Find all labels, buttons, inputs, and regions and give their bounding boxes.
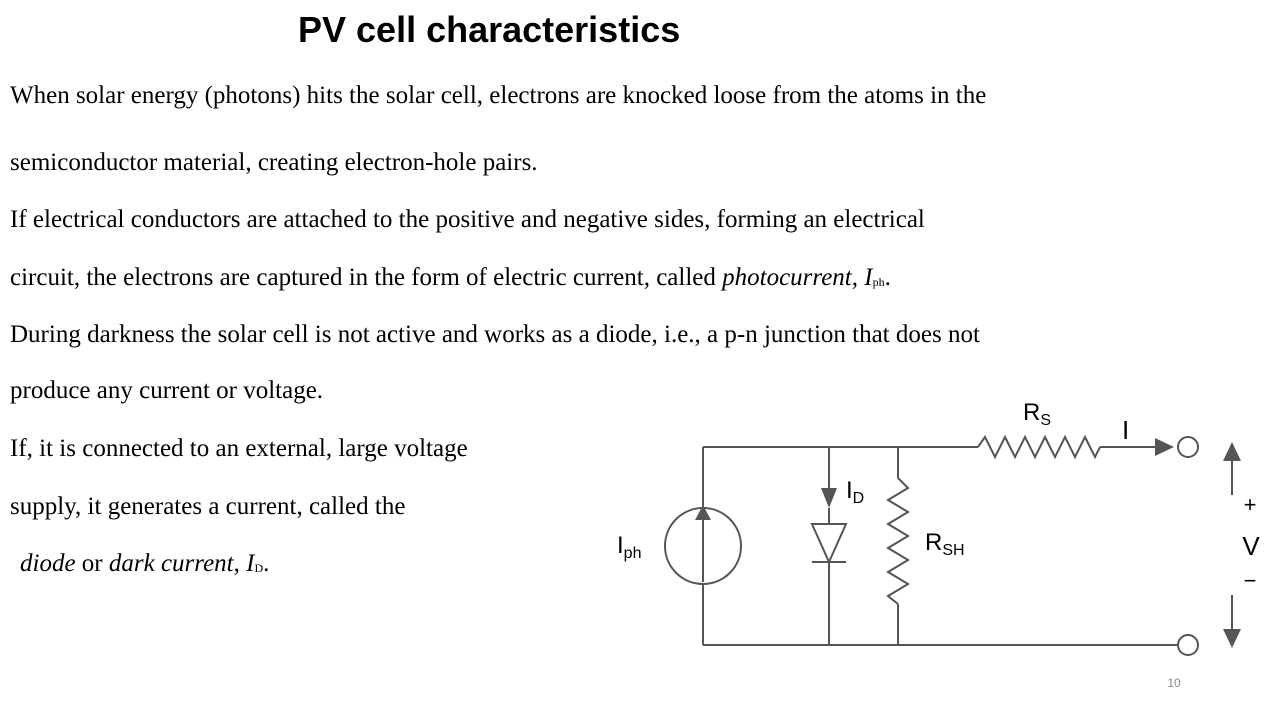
body-text: , xyxy=(851,264,865,291)
body-text: . xyxy=(263,550,270,577)
page-number: 10 xyxy=(1167,676,1181,690)
pv-equivalent-circuit-diagram: RS I ID Iph RSH + V − xyxy=(617,399,1260,656)
body-text: or xyxy=(75,550,109,577)
body-text: . xyxy=(884,264,891,291)
output-current-label: I xyxy=(1122,415,1129,445)
voltage-plus-label: + xyxy=(1244,492,1257,517)
output-current-arrow-icon xyxy=(1155,438,1174,456)
shunt-resistor-label: RSH xyxy=(925,529,965,559)
positive-terminal-icon xyxy=(1177,436,1199,458)
dark-current-symbol: ID xyxy=(246,550,264,577)
dark-current-term: dark current xyxy=(108,550,234,577)
body-text-line: supply, it generates a current, called t… xyxy=(10,493,406,520)
series-resistor-zigzag xyxy=(977,434,1101,460)
diode-current-label: ID xyxy=(846,477,864,507)
diode-triangle xyxy=(810,523,848,565)
body-text-line: During darkness the solar cell is not ac… xyxy=(10,321,980,348)
body-text: circuit, the electrons are captured in t… xyxy=(10,264,723,291)
voltage-arrow-down-icon xyxy=(1223,629,1241,648)
current-source-label: Iph xyxy=(617,532,641,562)
voltage-label: V xyxy=(1242,531,1260,561)
body-text-line: circuit, the electrons are captured in t… xyxy=(10,261,891,299)
body-text-line: produce any current or voltage. xyxy=(10,377,324,404)
shunt-resistor-zigzag xyxy=(886,477,910,605)
body-text-line: semiconductor material, creating electro… xyxy=(10,149,538,176)
current-source-arrowhead-icon xyxy=(695,505,711,520)
body-text-line: diode or dark current, ID. xyxy=(20,547,269,585)
diode-current-arrow-icon xyxy=(821,488,837,508)
photocurrent-symbol: Iph xyxy=(864,264,885,291)
voltage-arrow-up-icon xyxy=(1223,442,1241,461)
body-text: , xyxy=(233,550,247,577)
series-resistor-label: RS xyxy=(1023,399,1051,429)
diode-term: diode xyxy=(20,550,76,577)
negative-terminal-icon xyxy=(1177,634,1199,656)
voltage-minus-label: − xyxy=(1244,568,1257,593)
body-text-line: When solar energy (photons) hits the sol… xyxy=(10,82,987,109)
slide-title: PV cell characteristics xyxy=(298,9,681,50)
body-text-line: If, it is connected to an external, larg… xyxy=(10,435,468,462)
photocurrent-term: photocurrent xyxy=(722,264,852,291)
body-text-line: If electrical conductors are attached to… xyxy=(10,206,925,233)
